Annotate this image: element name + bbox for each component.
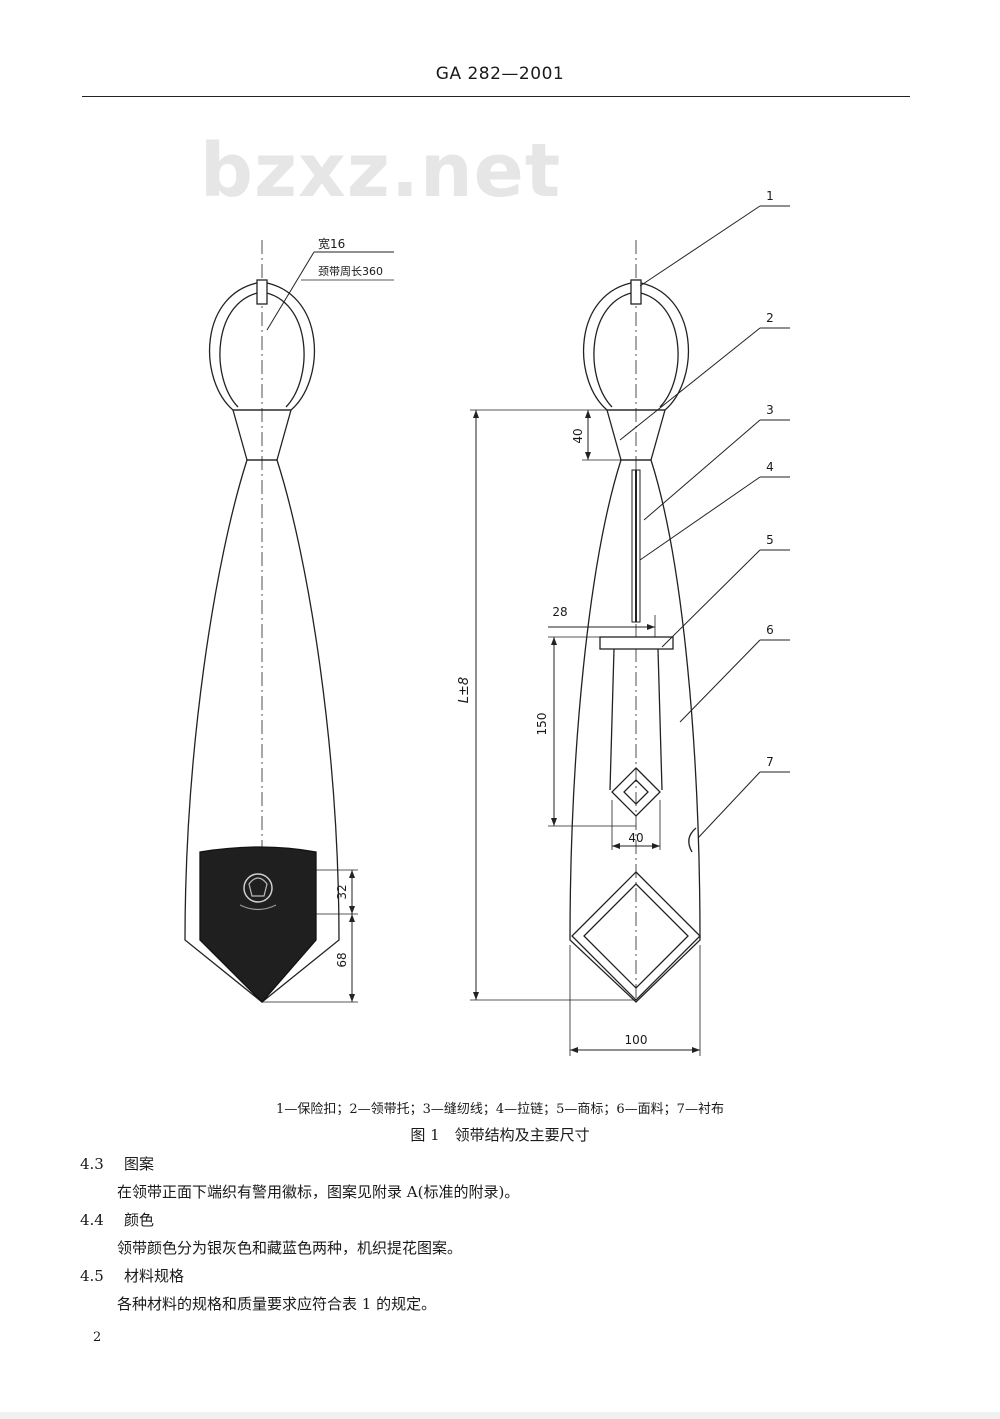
section-number: 4.5 <box>80 1267 104 1285</box>
section-heading: 4.3 图案 <box>80 1153 154 1174</box>
callout-7: 7 <box>766 755 774 769</box>
figure-caption: 图 1 领带结构及主要尺寸 <box>410 1126 590 1144</box>
dimension-arrows <box>349 410 700 1053</box>
callout-6: 6 <box>766 623 774 637</box>
dim-28: 28 <box>552 605 567 619</box>
section-body: 在领带正面下端织有警用徽标，图案见附录 A(标准的附录)。 <box>117 1183 520 1201</box>
section-title: 颜色 <box>124 1211 155 1229</box>
section-body: 各种材料的规格和质量要求应符合表 1 的规定。 <box>117 1295 437 1313</box>
callout-4: 4 <box>766 460 774 474</box>
section-heading: 4.5 材料规格 <box>80 1265 184 1286</box>
callout-3: 3 <box>766 403 774 417</box>
footer-bar <box>0 1412 1000 1419</box>
page-number: 2 <box>93 1330 102 1345</box>
figure-legend: 1—保险扣；2—领带托；3—缝纫线；4—拉链；5—商标；6—面料；7—衬布 <box>276 1102 724 1117</box>
dim-150: 150 <box>535 713 549 736</box>
tie-structure-figure: 宽16 颈带周长360 32 68 40 28 150 40 L±8 100 1… <box>184 189 790 1056</box>
label-width: 宽16 <box>318 236 345 251</box>
callout-5: 5 <box>766 533 774 547</box>
dim-length: L±8 <box>457 677 472 703</box>
section-number: 4.3 <box>80 1155 104 1173</box>
section-number: 4.4 <box>80 1211 104 1229</box>
dim-40-bottom: 40 <box>628 831 643 845</box>
dim-100: 100 <box>625 1033 648 1047</box>
left-tie-drawing <box>184 240 394 1003</box>
section-heading: 4.4 颜色 <box>80 1209 154 1230</box>
dim-32: 32 <box>335 884 349 899</box>
right-tie-drawing <box>470 205 790 1056</box>
callout-2: 2 <box>766 311 774 325</box>
header-rule <box>82 96 910 97</box>
dim-68: 68 <box>335 952 349 967</box>
callout-1: 1 <box>766 189 774 203</box>
section-title: 图案 <box>124 1155 155 1173</box>
watermark: bzxz.net <box>200 128 562 214</box>
section-body: 领带颜色分为银灰色和藏蓝色两种，机织提花图案。 <box>117 1239 463 1257</box>
label-circumference: 颈带周长360 <box>318 265 383 278</box>
section-title: 材料规格 <box>124 1267 185 1285</box>
standard-code: GA 282—2001 <box>435 64 565 84</box>
dim-40-top: 40 <box>571 428 585 443</box>
